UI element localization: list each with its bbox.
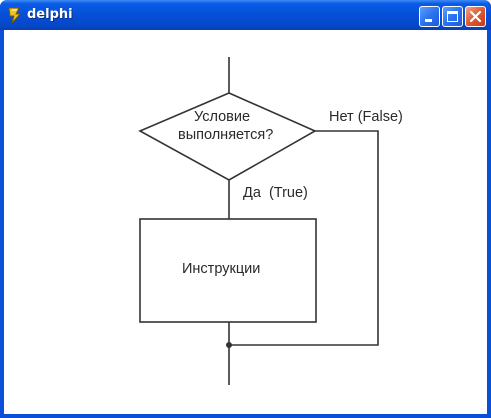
instructions-box — [139, 218, 317, 323]
true-branch-label: Да (True) — [243, 185, 308, 201]
instructions-label: Инструкции — [182, 261, 261, 277]
delphi-app-icon — [8, 7, 22, 24]
close-icon — [469, 10, 482, 23]
maximize-button[interactable] — [442, 6, 463, 27]
minimize-button[interactable] — [419, 6, 440, 27]
maximize-icon — [447, 11, 458, 22]
flowchart-diagram — [138, 57, 379, 385]
minimize-icon — [425, 19, 432, 22]
title-bar[interactable]: delphi — [0, 0, 491, 30]
false-branch-label: Нет (False) — [329, 109, 403, 125]
merge-point — [226, 342, 232, 348]
condition-label-line2: выполняется? — [178, 127, 274, 143]
close-button[interactable] — [465, 6, 486, 27]
client-area: Условие выполняется? Нет (False) Да (Tru… — [4, 30, 487, 414]
false-branch-line — [229, 130, 379, 346]
condition-label-line1: Условие — [194, 109, 251, 125]
window-title: delphi — [27, 7, 73, 22]
